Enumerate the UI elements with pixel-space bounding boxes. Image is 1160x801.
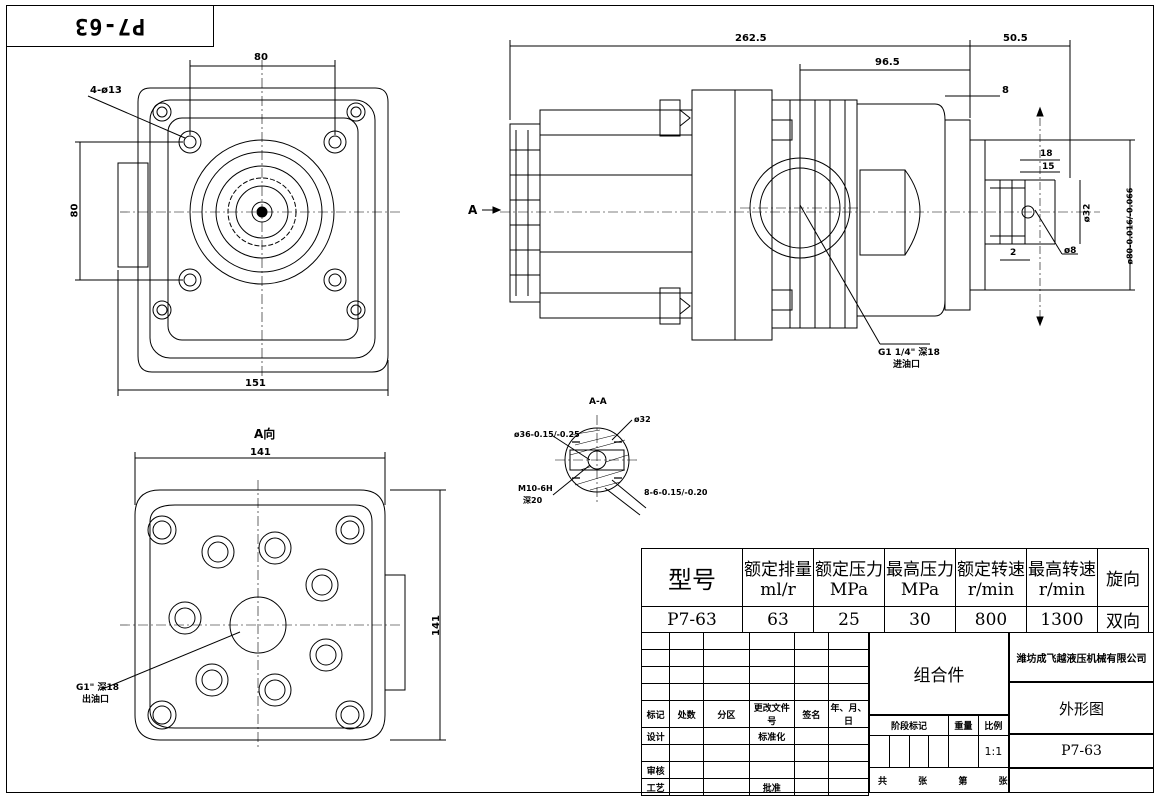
drawing-no-cell: P7-63 [1009, 734, 1154, 768]
spec-value-displacement: 63 [742, 606, 814, 633]
blank-cell [1009, 768, 1154, 793]
section-thread-depth: 深20 [523, 496, 543, 505]
rev-header-zone: 分区 [703, 700, 750, 728]
spec-value-max-pressure: 30 [884, 606, 956, 633]
assembly-cell: 组合件 [869, 632, 1009, 715]
spec-value-rated-speed: 800 [955, 606, 1027, 633]
bolt-hole [323, 268, 347, 292]
view-a-dim-top: 141 [250, 447, 271, 458]
corner-bolt [335, 700, 365, 730]
scale-value: 1:1 [977, 735, 1010, 768]
spec-value-rated-pressure: 25 [813, 606, 885, 633]
view-arrow-label: A [468, 203, 478, 217]
mount-flange [944, 119, 971, 311]
spec-value-max-speed: 1300 [1026, 606, 1098, 633]
section-thread: M10-6H [518, 484, 553, 493]
side-dim-18: 18 [1040, 149, 1053, 159]
front-left-boss [117, 162, 149, 268]
front-view [75, 60, 400, 396]
front-dim-top: 80 [254, 52, 268, 63]
bolt-ring [168, 531, 343, 707]
page-no-label: 第 [958, 776, 968, 787]
drawing-name-cell: 外形图 [1009, 682, 1154, 734]
standardize-label: 标准化 [748, 727, 795, 745]
drawing-name: 外形图 [1058, 699, 1104, 718]
side-dim-d8: ø8 [1064, 246, 1077, 256]
section-a-a [552, 415, 647, 516]
ratio-label: 比例 [977, 715, 1010, 736]
side-view [482, 40, 1135, 345]
inlet-sub: 进油口 [893, 360, 921, 370]
front-housing [856, 103, 946, 317]
section-d36: ø36-0.15/-0.25 [514, 430, 580, 439]
port-block [691, 89, 773, 341]
corner-bolt [147, 700, 177, 730]
section-title: A-A [589, 397, 607, 407]
corner-bolt [147, 515, 177, 545]
side-dim-d80: ø80-0.016/-0.066 [1125, 187, 1135, 265]
total-label: 共 [878, 776, 888, 787]
outlet-label: G1" 深18 [76, 683, 119, 693]
front-dim-bottom: 151 [245, 378, 266, 389]
corner-code-box: P7-63 [6, 5, 214, 47]
company-cell: 潍坊成飞越液压机械有限公司 [1009, 632, 1154, 682]
section-spline: 8-6-0.15/-0.20 [644, 488, 708, 497]
drawing-no: P7-63 [1061, 743, 1102, 759]
design-label: 设计 [640, 727, 671, 745]
assembly-label: 组合件 [913, 666, 965, 686]
company-name: 潍坊成飞越液压机械有限公司 [1016, 653, 1147, 665]
view-a [99, 452, 446, 750]
weight-label: 重量 [948, 715, 979, 736]
side-dim-2: 2 [1010, 248, 1017, 258]
side-dim-port: 96.5 [875, 57, 900, 68]
revision-grid: 标记 处数 分区 更改文件号 签名 年、月、日 设计 标准化 审核 工艺 批准 [640, 632, 870, 796]
process-label: 工艺 [640, 778, 671, 796]
section-d32: ø32 [634, 415, 651, 424]
view-a-outline [134, 489, 386, 741]
spec-value-rotation: 双向 [1097, 606, 1149, 633]
front-flange-outline [137, 87, 389, 373]
rev-header-sign: 签名 [793, 700, 829, 728]
stage-block: 阶段标记 重量 比例 1:1 共 张 第 张 [868, 715, 1010, 793]
rev-header-mark: 标记 [640, 700, 671, 728]
side-dim-shaft: 50.5 [1003, 33, 1028, 44]
corner-bolt [335, 515, 365, 545]
view-a-title: A向 [254, 427, 276, 441]
inlet-label: G1 1/4" 深18 [878, 348, 940, 358]
stage-mark-label: 阶段标记 [868, 715, 950, 736]
spec-value-model: P7-63 [641, 606, 743, 633]
front-dim-left: 80 [69, 203, 81, 218]
drawing-frame [6, 5, 1154, 793]
rev-header-date: 年、月、日 [827, 700, 870, 728]
sheet-label: 张 [918, 776, 928, 787]
approve-label: 批准 [748, 778, 795, 796]
review-label: 审核 [640, 761, 671, 779]
side-dim-15: 15 [1042, 162, 1055, 172]
side-dim-small: 8 [1002, 85, 1009, 96]
view-a-dim-right: 141 [430, 615, 442, 636]
cylinder-body [539, 109, 693, 319]
side-dim-d32: ø32 [1082, 203, 1093, 223]
front-holes-label: 4-ø13 [90, 85, 122, 96]
rev-header-doc: 更改文件号 [748, 700, 795, 728]
rev-header-count: 处数 [669, 700, 705, 728]
outlet-sub: 出油口 [82, 695, 110, 705]
side-dim-total: 262.5 [735, 33, 767, 44]
spec-header-model: 型号 [641, 548, 743, 607]
sheet2-label: 张 [998, 776, 1008, 787]
spec-header-rotation: 旋向 [1097, 548, 1149, 607]
